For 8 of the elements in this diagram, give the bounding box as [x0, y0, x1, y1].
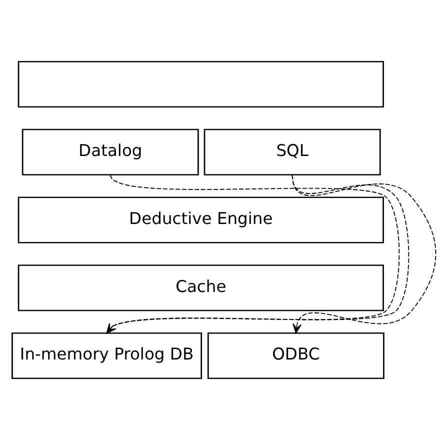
node-box: Deductive Engine — [18, 196, 384, 244]
node-box: Datalog — [22, 128, 199, 176]
arrow — [292, 174, 436, 334]
node-box — [18, 60, 384, 108]
node-box: Cache — [18, 264, 384, 312]
node-box: In-memory Prolog DB — [12, 332, 202, 380]
node-box: ODBC — [207, 332, 384, 380]
node-box: SQL — [204, 128, 381, 176]
